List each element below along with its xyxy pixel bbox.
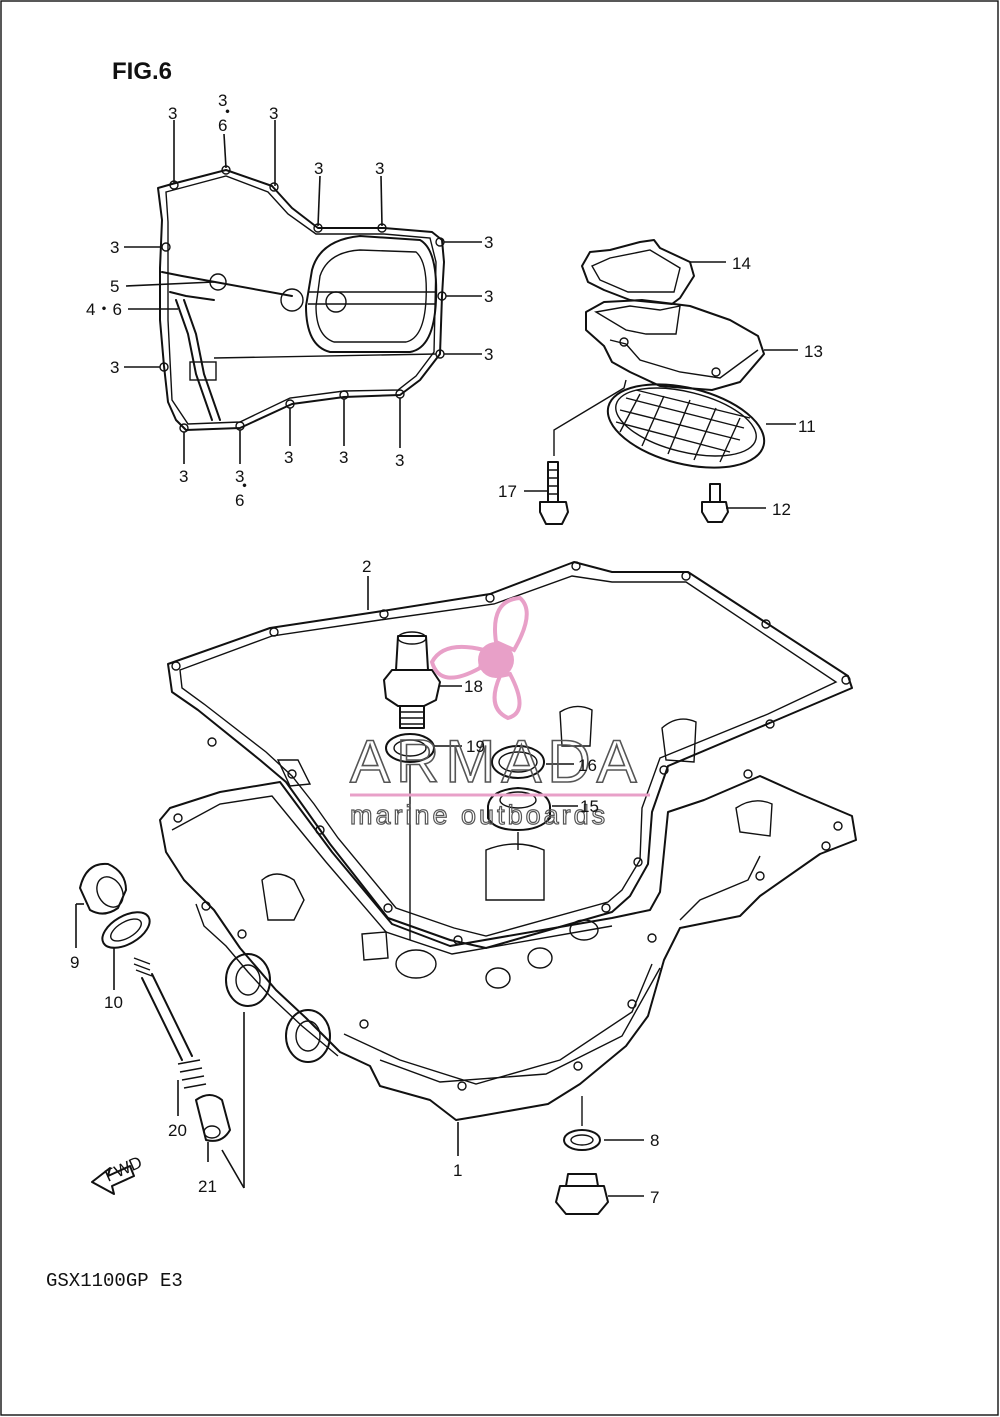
model-code: GSX1100GP E3 — [46, 1270, 183, 1292]
callout: 3 — [314, 159, 323, 178]
callout: 6 — [235, 491, 244, 510]
callout: 16 — [578, 756, 597, 775]
watermark-tagline: marine outboards — [350, 800, 608, 830]
callout: 3 — [484, 287, 493, 306]
svg-text:・: ・ — [236, 477, 253, 496]
callout: 3 — [484, 345, 493, 364]
callout: 21 — [198, 1177, 217, 1196]
callout: 3 — [284, 448, 293, 467]
callout: 3 — [269, 104, 278, 123]
callout: 6 — [218, 116, 227, 135]
callout: 11 — [798, 417, 816, 436]
callout: 15 — [580, 797, 599, 816]
callout: 3 — [218, 91, 227, 110]
oil-strainer-group — [539, 239, 766, 525]
relief-valve-group — [79, 862, 231, 1142]
cover-gasket-assembly — [157, 165, 447, 433]
callout: 3 — [339, 448, 348, 467]
callout: 12 — [772, 500, 791, 519]
callout: 3 — [179, 467, 188, 486]
forward-direction-arrow: FWD — [91, 1153, 145, 1195]
callout: 14 — [732, 254, 751, 273]
watermark-brand: ARMADA — [350, 728, 643, 795]
callout: 17 — [498, 482, 517, 501]
callout: 13 — [804, 342, 823, 361]
propeller-icon — [429, 595, 529, 721]
drain-plug-group — [555, 1096, 609, 1215]
callout: 4・6 — [86, 300, 122, 319]
callout: 3 — [395, 451, 404, 470]
callout: 3 — [168, 104, 177, 123]
callout: 9 — [70, 953, 79, 972]
svg-text:・: ・ — [219, 103, 236, 122]
callout: 8 — [650, 1131, 659, 1150]
callout: 1 — [453, 1161, 462, 1180]
callout: 7 — [650, 1188, 659, 1207]
callout: 3 — [235, 467, 244, 486]
callout-labels: 3 3 ・ 6 3 3 3 3 5 4・6 3 3 3 3 3 3 ・ 6 3 … — [70, 91, 823, 1207]
callout: 5 — [110, 277, 119, 296]
oil-pan-gasket — [167, 561, 853, 949]
callout: 19 — [466, 737, 485, 756]
callout: 2 — [362, 557, 371, 576]
callout: 18 — [464, 677, 483, 696]
callout: 3 — [110, 358, 119, 377]
callout: 10 — [104, 993, 123, 1012]
callout: 3 — [375, 159, 384, 178]
callout: 3 — [484, 233, 493, 252]
callout: 20 — [168, 1121, 187, 1140]
figure-title: FIG.6 — [112, 58, 173, 85]
callout: 3 — [110, 238, 119, 257]
oil-pan — [159, 705, 857, 1121]
watermark-logo: ARMADA marine outboards — [349, 595, 650, 831]
oil-pressure-switch-group — [383, 631, 551, 940]
